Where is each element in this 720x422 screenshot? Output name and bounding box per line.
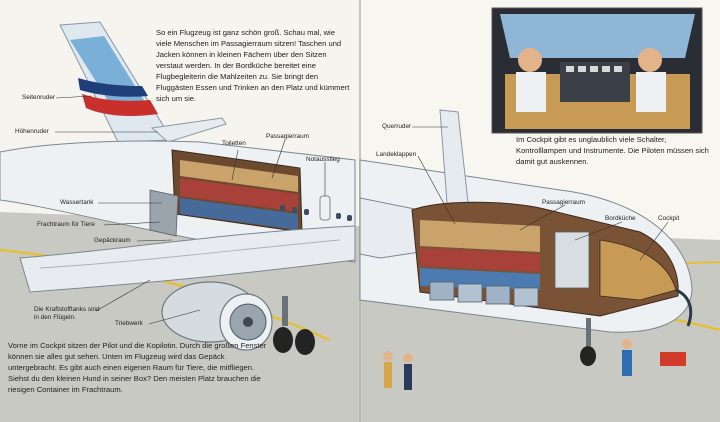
window-row — [280, 205, 352, 221]
label-kraftstofftanks: Die Kraftstofftanks sind in den Flügeln. — [34, 306, 100, 321]
label-seitenruder: Seitenruder — [22, 94, 56, 101]
intro-paragraph: So ein Flugzeug ist ganz schön groß. Sch… — [156, 28, 350, 103]
left-wing — [19, 225, 356, 293]
bottom-paragraph: Vorne im Cockpit sitzen der Pilot und di… — [8, 341, 267, 394]
tail-stripe-red — [82, 94, 158, 116]
label-frachtraum-tiere: Frachtraum für Tiere — [37, 221, 95, 228]
label-wassertank: Wassertank — [60, 199, 94, 206]
label-cockpit: Cockpit — [658, 215, 680, 222]
label-bordkueche: Bordküche — [605, 215, 636, 222]
nose-landing-gear — [586, 318, 591, 346]
label-toiletten: Toiletten — [222, 140, 246, 147]
nose-cone — [675, 288, 693, 327]
label-notausstieg: Notausstieg — [306, 156, 340, 163]
label-gepaeckraum: Gepäckraum — [94, 237, 131, 244]
cockpit-paragraph: Im Cockpit gibt es unglaublich viele Sch… — [516, 135, 709, 166]
label-triebwerk: Triebwerk — [115, 320, 143, 327]
ground-crew — [383, 339, 686, 390]
label-passagierraum-right: Passagierraum — [542, 199, 585, 206]
label-landeklappen: Landeklappen — [376, 151, 417, 158]
leader-lines — [55, 95, 669, 325]
label-hoehenruder: Höhenruder — [15, 128, 49, 135]
galley — [554, 231, 590, 289]
horizontal-stabilizer — [150, 117, 227, 143]
tail-stripe-blue — [78, 78, 148, 97]
cockpit-section — [599, 239, 677, 301]
cockpit-inset — [491, 7, 703, 134]
label-passagierraum-left: Passagierraum — [266, 133, 309, 140]
label-querruder: Querruder — [382, 123, 412, 130]
main-landing-gear — [282, 296, 288, 326]
cargo-containers — [429, 281, 539, 307]
